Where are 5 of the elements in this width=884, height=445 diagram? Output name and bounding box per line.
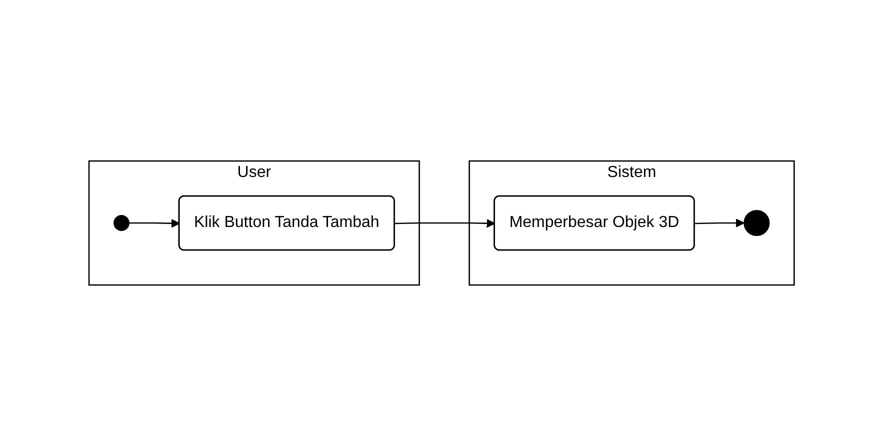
node-circle [744,210,770,236]
node-circle [114,214,130,230]
arrow [129,218,180,228]
arrow [395,218,496,228]
arrow [695,218,745,227]
